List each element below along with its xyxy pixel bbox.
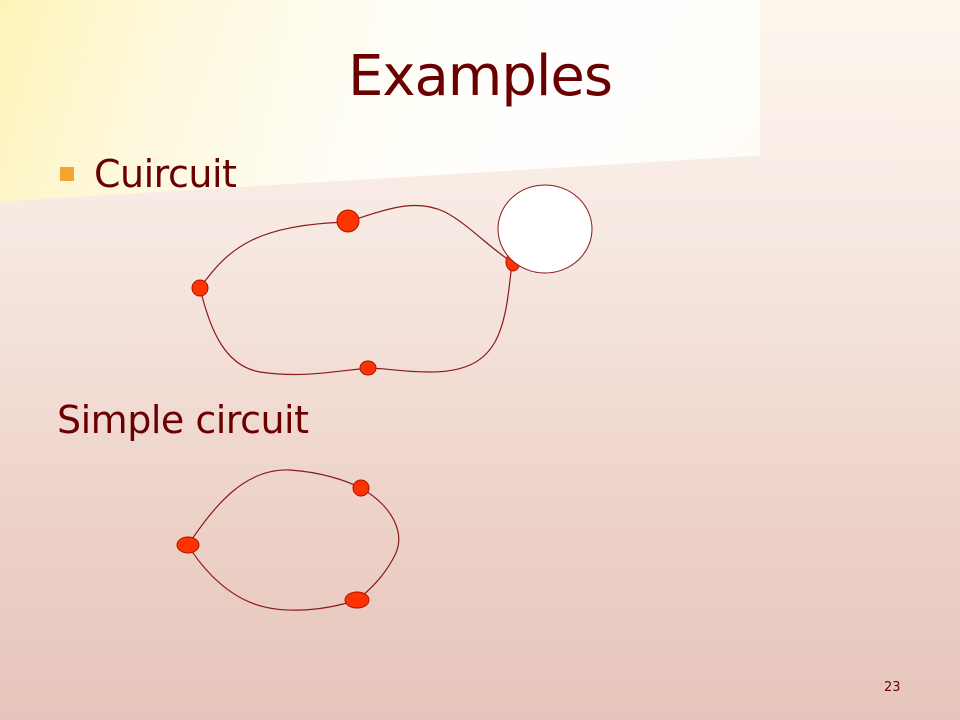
circuit-edge: [347, 204, 513, 263]
circuit-edge: [199, 287, 369, 376]
circuit-vertex: [359, 360, 377, 376]
bullet-square-icon: [60, 167, 74, 181]
simple-circuit-graph: [176, 469, 400, 611]
simple-circuit-edge: [187, 469, 362, 546]
circuit-edge: [199, 221, 349, 289]
subheading: Simple circuit: [57, 398, 309, 442]
simple-circuit-vertex: [352, 479, 370, 497]
bullet-item: Cuircuit: [60, 152, 237, 196]
slide-number: 23: [884, 680, 901, 695]
loop-circle: [497, 184, 593, 274]
slide-title: Examples: [347, 44, 613, 109]
circuit-graph: [191, 184, 593, 376]
circuit-vertex: [191, 279, 209, 297]
simple-circuit-edge: [356, 487, 400, 601]
simple-circuit-edge: [187, 544, 358, 611]
circuit-vertex: [336, 209, 360, 233]
simple-circuit-vertex: [176, 536, 200, 554]
simple-circuit-vertex: [344, 591, 370, 609]
bullet-text: Cuircuit: [94, 152, 237, 196]
circuit-edge: [367, 261, 513, 373]
